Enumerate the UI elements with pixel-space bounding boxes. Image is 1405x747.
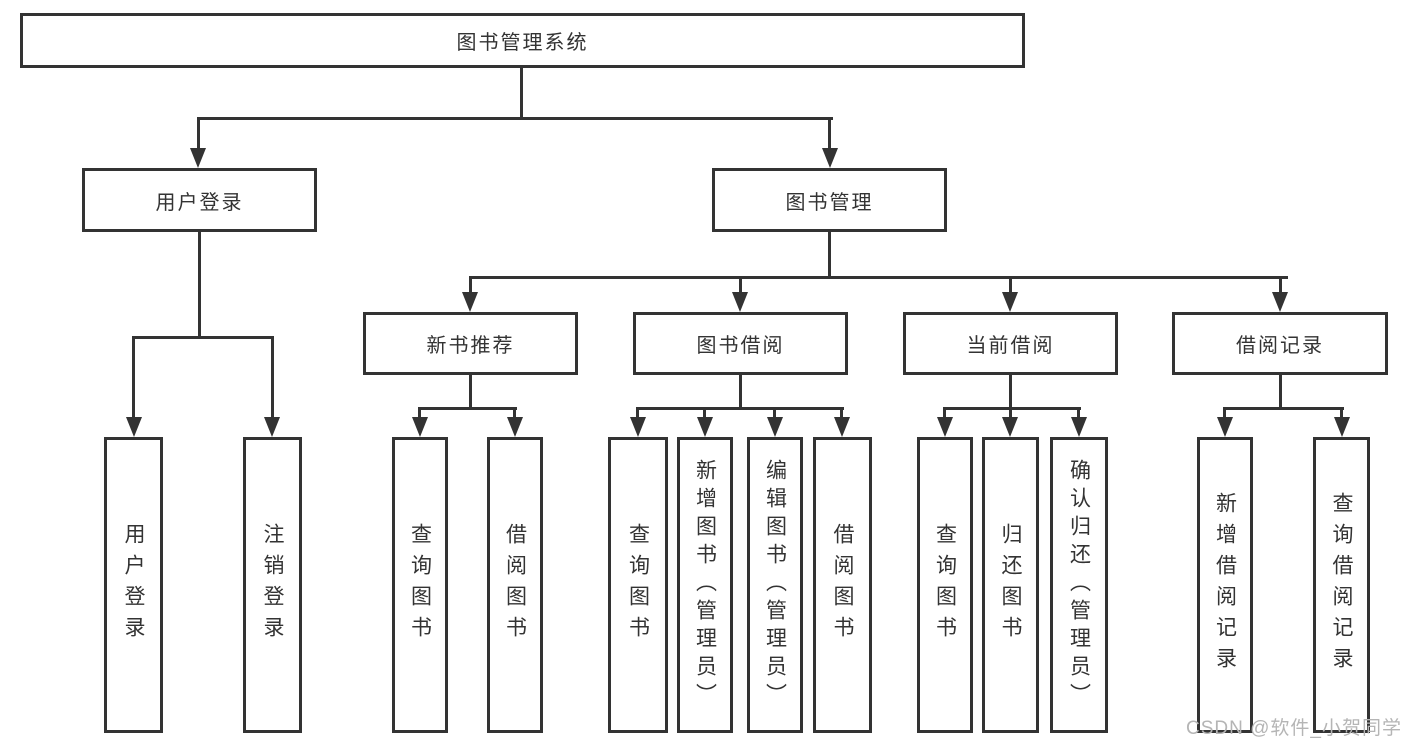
arrowhead-down-icon <box>1071 417 1087 437</box>
connector-line <box>198 232 201 339</box>
arrowhead-down-icon <box>1217 417 1233 437</box>
arrowhead-down-icon <box>1002 292 1018 312</box>
node-label: 用户登录 <box>155 191 244 214</box>
connector-line <box>469 276 1288 279</box>
connector-line <box>1279 276 1282 294</box>
leaf-label: 查询图书 <box>626 523 650 647</box>
connector-line <box>828 232 831 279</box>
arrowhead-down-icon <box>412 417 428 437</box>
arrowhead-down-icon <box>462 292 478 312</box>
connector-line <box>1223 407 1226 419</box>
connector-line <box>943 407 946 419</box>
arrowhead-down-icon <box>190 148 206 168</box>
leaf-label: 注销登录 <box>261 523 284 647</box>
leaf-query-books: 查询图书 <box>917 437 973 733</box>
connector-line <box>132 336 135 419</box>
connector-line <box>828 117 831 149</box>
arrowhead-down-icon <box>264 417 280 437</box>
arrowhead-down-icon <box>126 417 142 437</box>
leaf-logout: 注销登录 <box>243 437 302 733</box>
leaf-edit-books-admin: 编辑图书（管理员） <box>747 437 803 733</box>
connector-line <box>739 375 742 410</box>
arrowhead-down-icon <box>834 417 850 437</box>
node-label: 借阅记录 <box>1236 335 1324 357</box>
arrowhead-down-icon <box>1272 292 1288 312</box>
node-library-management-system: 图书管理系统 <box>20 13 1025 68</box>
node-label: 新书推荐 <box>426 335 515 357</box>
connector-line <box>469 375 472 410</box>
leaf-label: 编辑图书（管理员） <box>763 459 787 711</box>
node-user-login: 用户登录 <box>82 168 317 232</box>
connector-line <box>1009 375 1012 410</box>
leaf-label: 归还图书 <box>999 523 1022 647</box>
arrowhead-down-icon <box>1334 417 1350 437</box>
connector-line <box>132 336 274 339</box>
arrowhead-down-icon <box>507 417 523 437</box>
leaf-label: 借阅图书 <box>831 523 854 647</box>
connector-line <box>197 117 200 149</box>
node-current-borrowing: 当前借阅 <box>903 312 1118 375</box>
connector-line <box>773 407 776 419</box>
leaf-borrow-books: 借阅图书 <box>813 437 872 733</box>
connector-line <box>703 407 706 419</box>
leaf-label: 用户登录 <box>122 523 145 647</box>
node-new-book-recommendation: 新书推荐 <box>363 312 578 375</box>
leaf-confirm-return-admin: 确认归还（管理员） <box>1050 437 1108 733</box>
csdn-watermark: CSDN @软件_小贺同学 <box>1186 718 1402 739</box>
connector-line <box>1009 276 1012 294</box>
connector-line <box>271 336 274 419</box>
node-label: 图书管理 <box>785 191 874 214</box>
leaf-label: 新增借阅记录 <box>1213 492 1237 678</box>
leaf-label: 查询借阅记录 <box>1330 492 1353 678</box>
arrowhead-down-icon <box>630 417 646 437</box>
arrowhead-down-icon <box>732 292 748 312</box>
leaf-label: 查询图书 <box>933 523 957 647</box>
node-label: 图书借阅 <box>696 335 785 357</box>
leaf-label: 确认归还（管理员） <box>1067 459 1091 711</box>
connector-line <box>943 407 1081 410</box>
node-book-management: 图书管理 <box>712 168 947 232</box>
leaf-label: 查询图书 <box>408 523 432 647</box>
connector-line <box>1279 375 1282 410</box>
connector-line <box>513 407 516 419</box>
connector-line <box>636 407 639 419</box>
leaf-borrow-books: 借阅图书 <box>487 437 543 733</box>
arrowhead-down-icon <box>822 148 838 168</box>
leaf-add-books-admin: 新增图书（管理员） <box>677 437 733 733</box>
node-borrowing-records: 借阅记录 <box>1172 312 1388 375</box>
connector-line <box>1009 407 1012 419</box>
connector-line <box>840 407 843 419</box>
leaf-label: 借阅图书 <box>503 523 527 647</box>
connector-line <box>469 276 472 294</box>
connector-line <box>418 407 517 410</box>
arrowhead-down-icon <box>937 417 953 437</box>
arrowhead-down-icon <box>767 417 783 437</box>
leaf-return-books: 归还图书 <box>982 437 1039 733</box>
arrowhead-down-icon <box>697 417 713 437</box>
connector-line <box>418 407 421 419</box>
connector-line <box>1340 407 1343 419</box>
leaf-label: 新增图书（管理员） <box>693 459 717 711</box>
connector-line <box>636 407 844 410</box>
connector-line <box>520 68 523 120</box>
node-label: 图书管理系统 <box>456 32 589 54</box>
connector-line <box>197 117 833 120</box>
node-label: 当前借阅 <box>966 335 1055 357</box>
arrowhead-down-icon <box>1002 417 1018 437</box>
node-book-borrowing: 图书借阅 <box>633 312 848 375</box>
leaf-query-books: 查询图书 <box>608 437 668 733</box>
connector-line <box>1223 407 1344 410</box>
connector-line <box>739 276 742 294</box>
leaf-query-borrow-record: 查询借阅记录 <box>1313 437 1370 733</box>
connector-line <box>1077 407 1080 419</box>
leaf-add-borrow-record: 新增借阅记录 <box>1197 437 1253 733</box>
leaf-query-books: 查询图书 <box>392 437 448 733</box>
leaf-user-login: 用户登录 <box>104 437 163 733</box>
